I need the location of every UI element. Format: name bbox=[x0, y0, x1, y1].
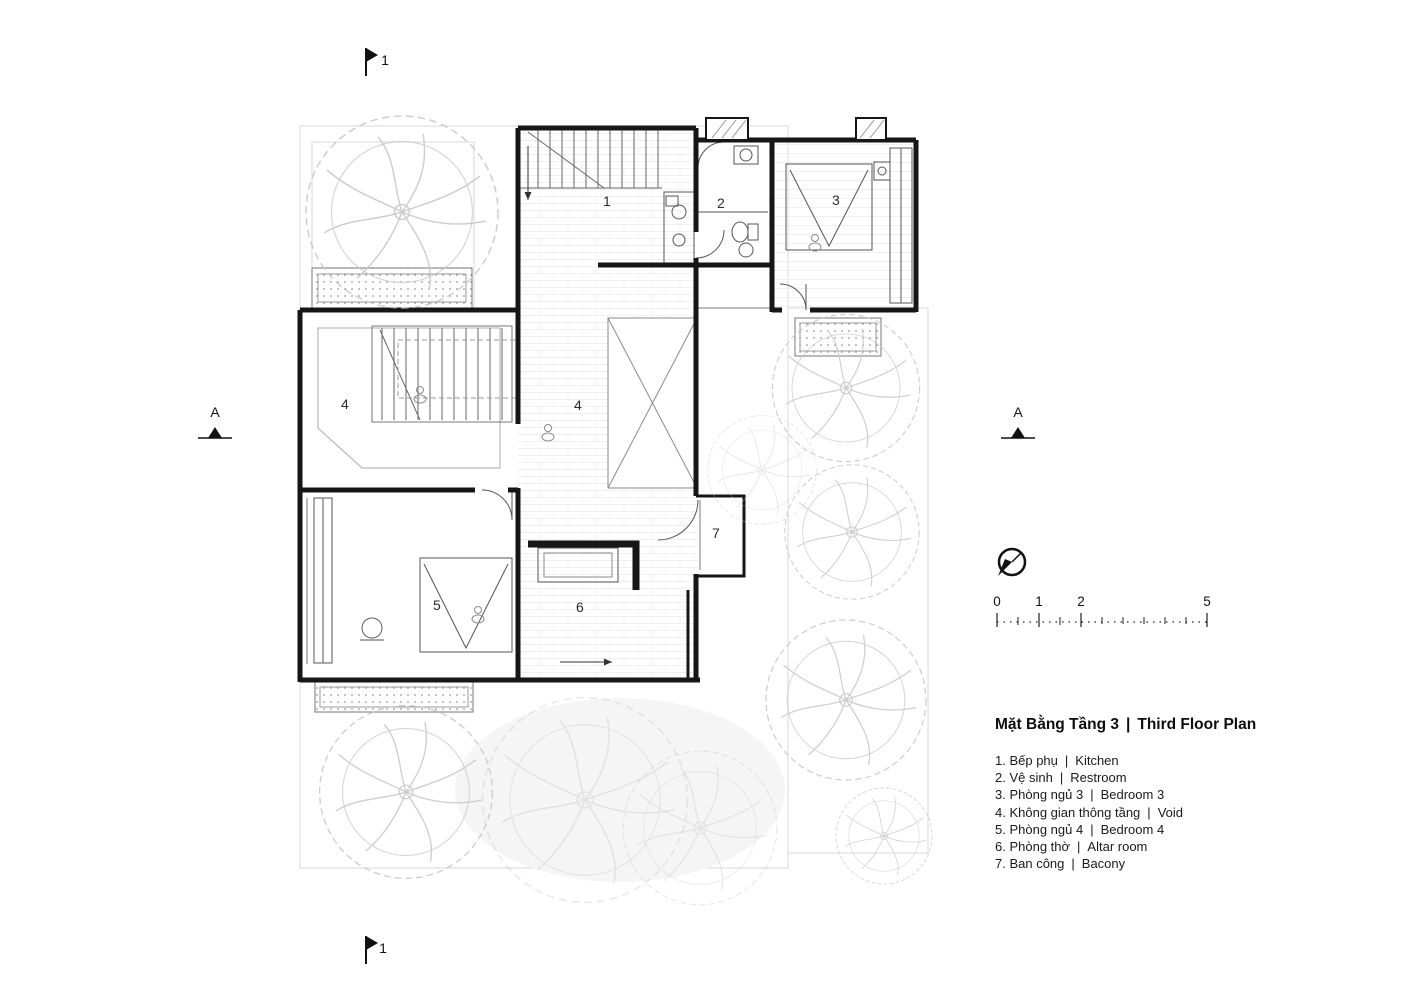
room-label-bedroom3: 3 bbox=[831, 192, 841, 208]
scale-label-1: 1 bbox=[1035, 594, 1043, 609]
legend-item: 5. Phòng ngủ 4|Bedroom 4 bbox=[995, 821, 1165, 837]
section-flag-bottom bbox=[365, 936, 378, 964]
compass-icon bbox=[997, 547, 1027, 577]
legend-item: 4. Không gian thông tầng|Void bbox=[995, 804, 1183, 820]
stair-left-wing bbox=[371, 325, 517, 423]
legend-item: 3. Phòng ngủ 3|Bedroom 3 bbox=[995, 787, 1165, 803]
tree-icon bbox=[765, 619, 927, 781]
section-label-bottom: 1 bbox=[379, 940, 387, 956]
room-label-restroom: 2 bbox=[716, 195, 726, 211]
scale-label-2: 2 bbox=[1077, 594, 1085, 609]
walls bbox=[297, 117, 919, 683]
section-cut-right bbox=[1001, 427, 1035, 439]
room-label-balcony: 7 bbox=[711, 525, 721, 541]
room-label-void-center: 4 bbox=[573, 397, 583, 413]
scale-bar-ticks bbox=[996, 613, 1208, 627]
room-label-void-left: 4 bbox=[340, 396, 350, 412]
legend-item: 1. Bếp phụ|Kitchen bbox=[995, 753, 1119, 768]
room-label-altar: 6 bbox=[575, 599, 585, 615]
title-english: Third Floor Plan bbox=[1137, 716, 1257, 733]
section-label-right: A bbox=[1013, 404, 1023, 420]
room-label-bedroom4: 5 bbox=[432, 597, 442, 613]
page-title: Mặt Bằng Tầng 3 | Third Floor Plan bbox=[995, 716, 1256, 734]
section-label-left: A bbox=[210, 404, 220, 420]
section-flag-top bbox=[365, 48, 378, 76]
void-edge-outline bbox=[317, 327, 501, 469]
legend-item: 2. Vệ sinh|Restroom bbox=[995, 770, 1127, 786]
section-label-top: 1 bbox=[381, 52, 389, 68]
tree-icon bbox=[707, 415, 817, 525]
room-legend: 1. Bếp phụ|Kitchen 2. Vệ sinh|Restroom 3… bbox=[995, 752, 1183, 872]
tree-icon bbox=[835, 787, 933, 885]
stair-top bbox=[520, 130, 662, 200]
room-label-kitchen: 1 bbox=[602, 193, 612, 209]
legend-item: 7. Ban công|Bacony bbox=[995, 856, 1126, 872]
scale-label-0: 0 bbox=[993, 594, 1001, 609]
section-cut-left bbox=[198, 427, 232, 439]
title-separator: | bbox=[1126, 716, 1131, 733]
tree-icon bbox=[784, 464, 920, 600]
title-vietnamese: Mặt Bằng Tầng 3 bbox=[995, 716, 1120, 733]
people-sketches bbox=[413, 234, 822, 624]
ground-foliage bbox=[455, 698, 785, 882]
legend-item: 6. Phòng thờ|Altar room bbox=[995, 839, 1148, 855]
void-cross bbox=[607, 317, 698, 489]
scale-label-5: 5 bbox=[1203, 594, 1211, 609]
